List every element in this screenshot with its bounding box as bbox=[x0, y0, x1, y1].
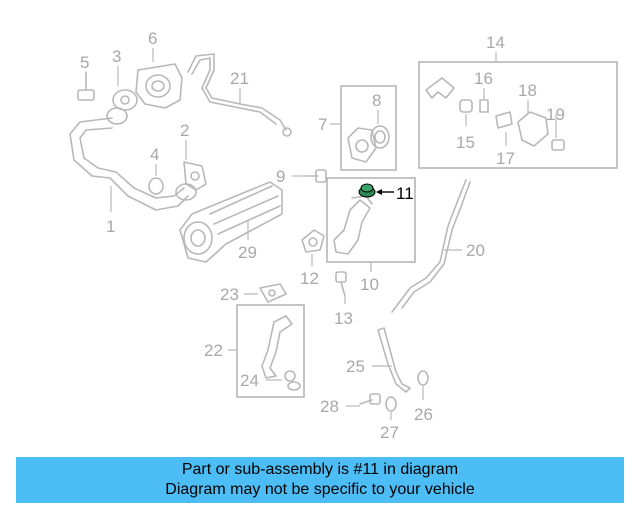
part-20-tube bbox=[391, 179, 471, 313]
callout-1: 1 bbox=[106, 217, 115, 236]
callout-13: 13 bbox=[334, 309, 353, 328]
part-27-washer bbox=[385, 396, 397, 420]
parts-diagram: 5 3 6 21 2 4 1 29 7 8 9 11 12 10 13 14 1… bbox=[69, 29, 618, 442]
callout-10: 10 bbox=[360, 275, 379, 294]
callout-27: 27 bbox=[380, 423, 399, 442]
callout-22: 22 bbox=[204, 341, 223, 360]
callout-20: 20 bbox=[466, 241, 485, 260]
callout-11: 11 bbox=[396, 184, 414, 203]
part-28-bolt bbox=[346, 393, 381, 407]
callout-12: 12 bbox=[300, 269, 319, 288]
callout-5: 5 bbox=[80, 53, 89, 72]
part-12-gasket bbox=[301, 229, 325, 266]
part-29-egr-cooler bbox=[179, 181, 283, 263]
part-9-bolt bbox=[292, 169, 327, 183]
callout-14: 14 bbox=[486, 33, 505, 52]
callout-18: 18 bbox=[518, 81, 537, 100]
callout-23: 23 bbox=[220, 285, 239, 304]
part-23-gasket bbox=[244, 283, 287, 303]
callout-7: 7 bbox=[318, 115, 327, 134]
part-6-egr-valve bbox=[135, 48, 183, 109]
part-4-plug bbox=[148, 164, 164, 195]
callout-26: 26 bbox=[414, 405, 433, 424]
part-2-gasket bbox=[183, 140, 207, 191]
callout-25: 25 bbox=[346, 357, 365, 376]
part-1-egr-pipe bbox=[69, 107, 197, 212]
callout-6: 6 bbox=[148, 29, 157, 48]
callout-2: 2 bbox=[180, 121, 189, 140]
callout-9: 9 bbox=[276, 167, 285, 186]
callout-21: 21 bbox=[230, 69, 249, 88]
callout-3: 3 bbox=[112, 47, 121, 66]
callout-24: 24 bbox=[240, 371, 259, 390]
part-13-bolt bbox=[335, 271, 347, 304]
callout-15: 15 bbox=[456, 133, 475, 152]
group-22-box bbox=[228, 304, 305, 398]
banner-line-2: Diagram may not be specific to your vehi… bbox=[165, 481, 475, 498]
part-26-oring bbox=[417, 370, 429, 400]
part-11-cap bbox=[358, 183, 394, 198]
part-21-pipe bbox=[187, 53, 292, 137]
callout-16: 16 bbox=[474, 69, 493, 88]
callout-28: 28 bbox=[320, 397, 339, 416]
part-info-banner: Part or sub-assembly is #11 in diagram D… bbox=[16, 457, 624, 503]
callout-29: 29 bbox=[238, 243, 257, 262]
group-14-box bbox=[418, 52, 618, 169]
part-3-gasket bbox=[112, 66, 138, 111]
callout-19: 19 bbox=[546, 105, 565, 124]
callout-17: 17 bbox=[496, 149, 515, 168]
banner-line-1: Part or sub-assembly is #11 in diagram bbox=[181, 461, 459, 478]
part-5-bolt bbox=[77, 71, 95, 101]
group-7-box bbox=[330, 85, 397, 171]
callout-8: 8 bbox=[372, 91, 381, 110]
group-10-box bbox=[326, 177, 416, 272]
callout-4: 4 bbox=[150, 145, 159, 164]
part-25-bracket bbox=[372, 327, 411, 393]
